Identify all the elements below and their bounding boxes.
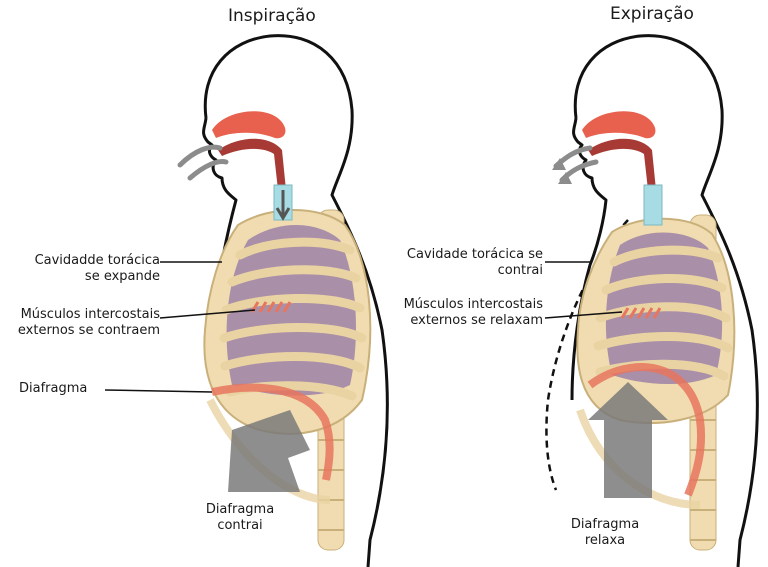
leader-muscles: [159, 309, 256, 319]
label-line: Músculos intercostais: [403, 297, 543, 312]
trachea: [643, 184, 663, 226]
inspiration-panel: [104, 34, 389, 567]
diaphragm-up-arrow: [588, 382, 668, 498]
expiration-title: Expiração: [610, 4, 694, 24]
label-line: Cavidadde torácica: [34, 253, 160, 268]
nasal-cavity: [582, 111, 656, 139]
label-line: Diafragma: [570, 517, 640, 532]
label-line: se expande: [84, 269, 160, 284]
label-intercostal-contract: Músculos intercostais externos se contra…: [2, 307, 160, 339]
label-line: externos se relaxam: [410, 313, 543, 328]
label-line: Diafragma: [205, 502, 275, 517]
label-intercostal-relax: Músculos intercostais externos se relaxa…: [378, 297, 543, 329]
intercostal-muscles-marker: [250, 301, 292, 313]
airway: [588, 138, 656, 190]
label-diaphragm-contracts: Diafragma contrai: [195, 502, 285, 534]
label-diaphragm: Diafragma: [19, 381, 88, 396]
airway: [218, 138, 286, 190]
label-line: Músculos intercostais: [20, 307, 160, 322]
label-line: contrai: [497, 263, 543, 278]
diaphragm: [587, 363, 706, 497]
trachea-down-arrow: [275, 190, 291, 221]
diaphragm: [211, 383, 334, 481]
label-line: contrai: [217, 518, 263, 533]
label-cavity-expands: Cavidadde torácica se expande: [2, 253, 160, 285]
label-line: relaxa: [584, 533, 626, 548]
leader-diaphragm: [104, 389, 213, 393]
label-line: externos se contraem: [17, 323, 160, 338]
leader-muscles: [544, 311, 623, 319]
nasal-cavity: [212, 111, 286, 139]
body-outline: [202, 34, 389, 567]
label-line: Cavidade torácica se: [406, 247, 543, 262]
label-cavity-contracts: Cavidade torácica se contrai: [378, 247, 543, 279]
inspiration-title: Inspiração: [228, 6, 316, 26]
diaphragm-down-arrow: [228, 410, 310, 492]
air-in-arrow: [177, 144, 229, 181]
label-diaphragm-relaxes: Diafragma relaxa: [560, 517, 650, 549]
expiration-panel: [544, 34, 759, 567]
intercostal-muscles-marker: [620, 307, 662, 319]
